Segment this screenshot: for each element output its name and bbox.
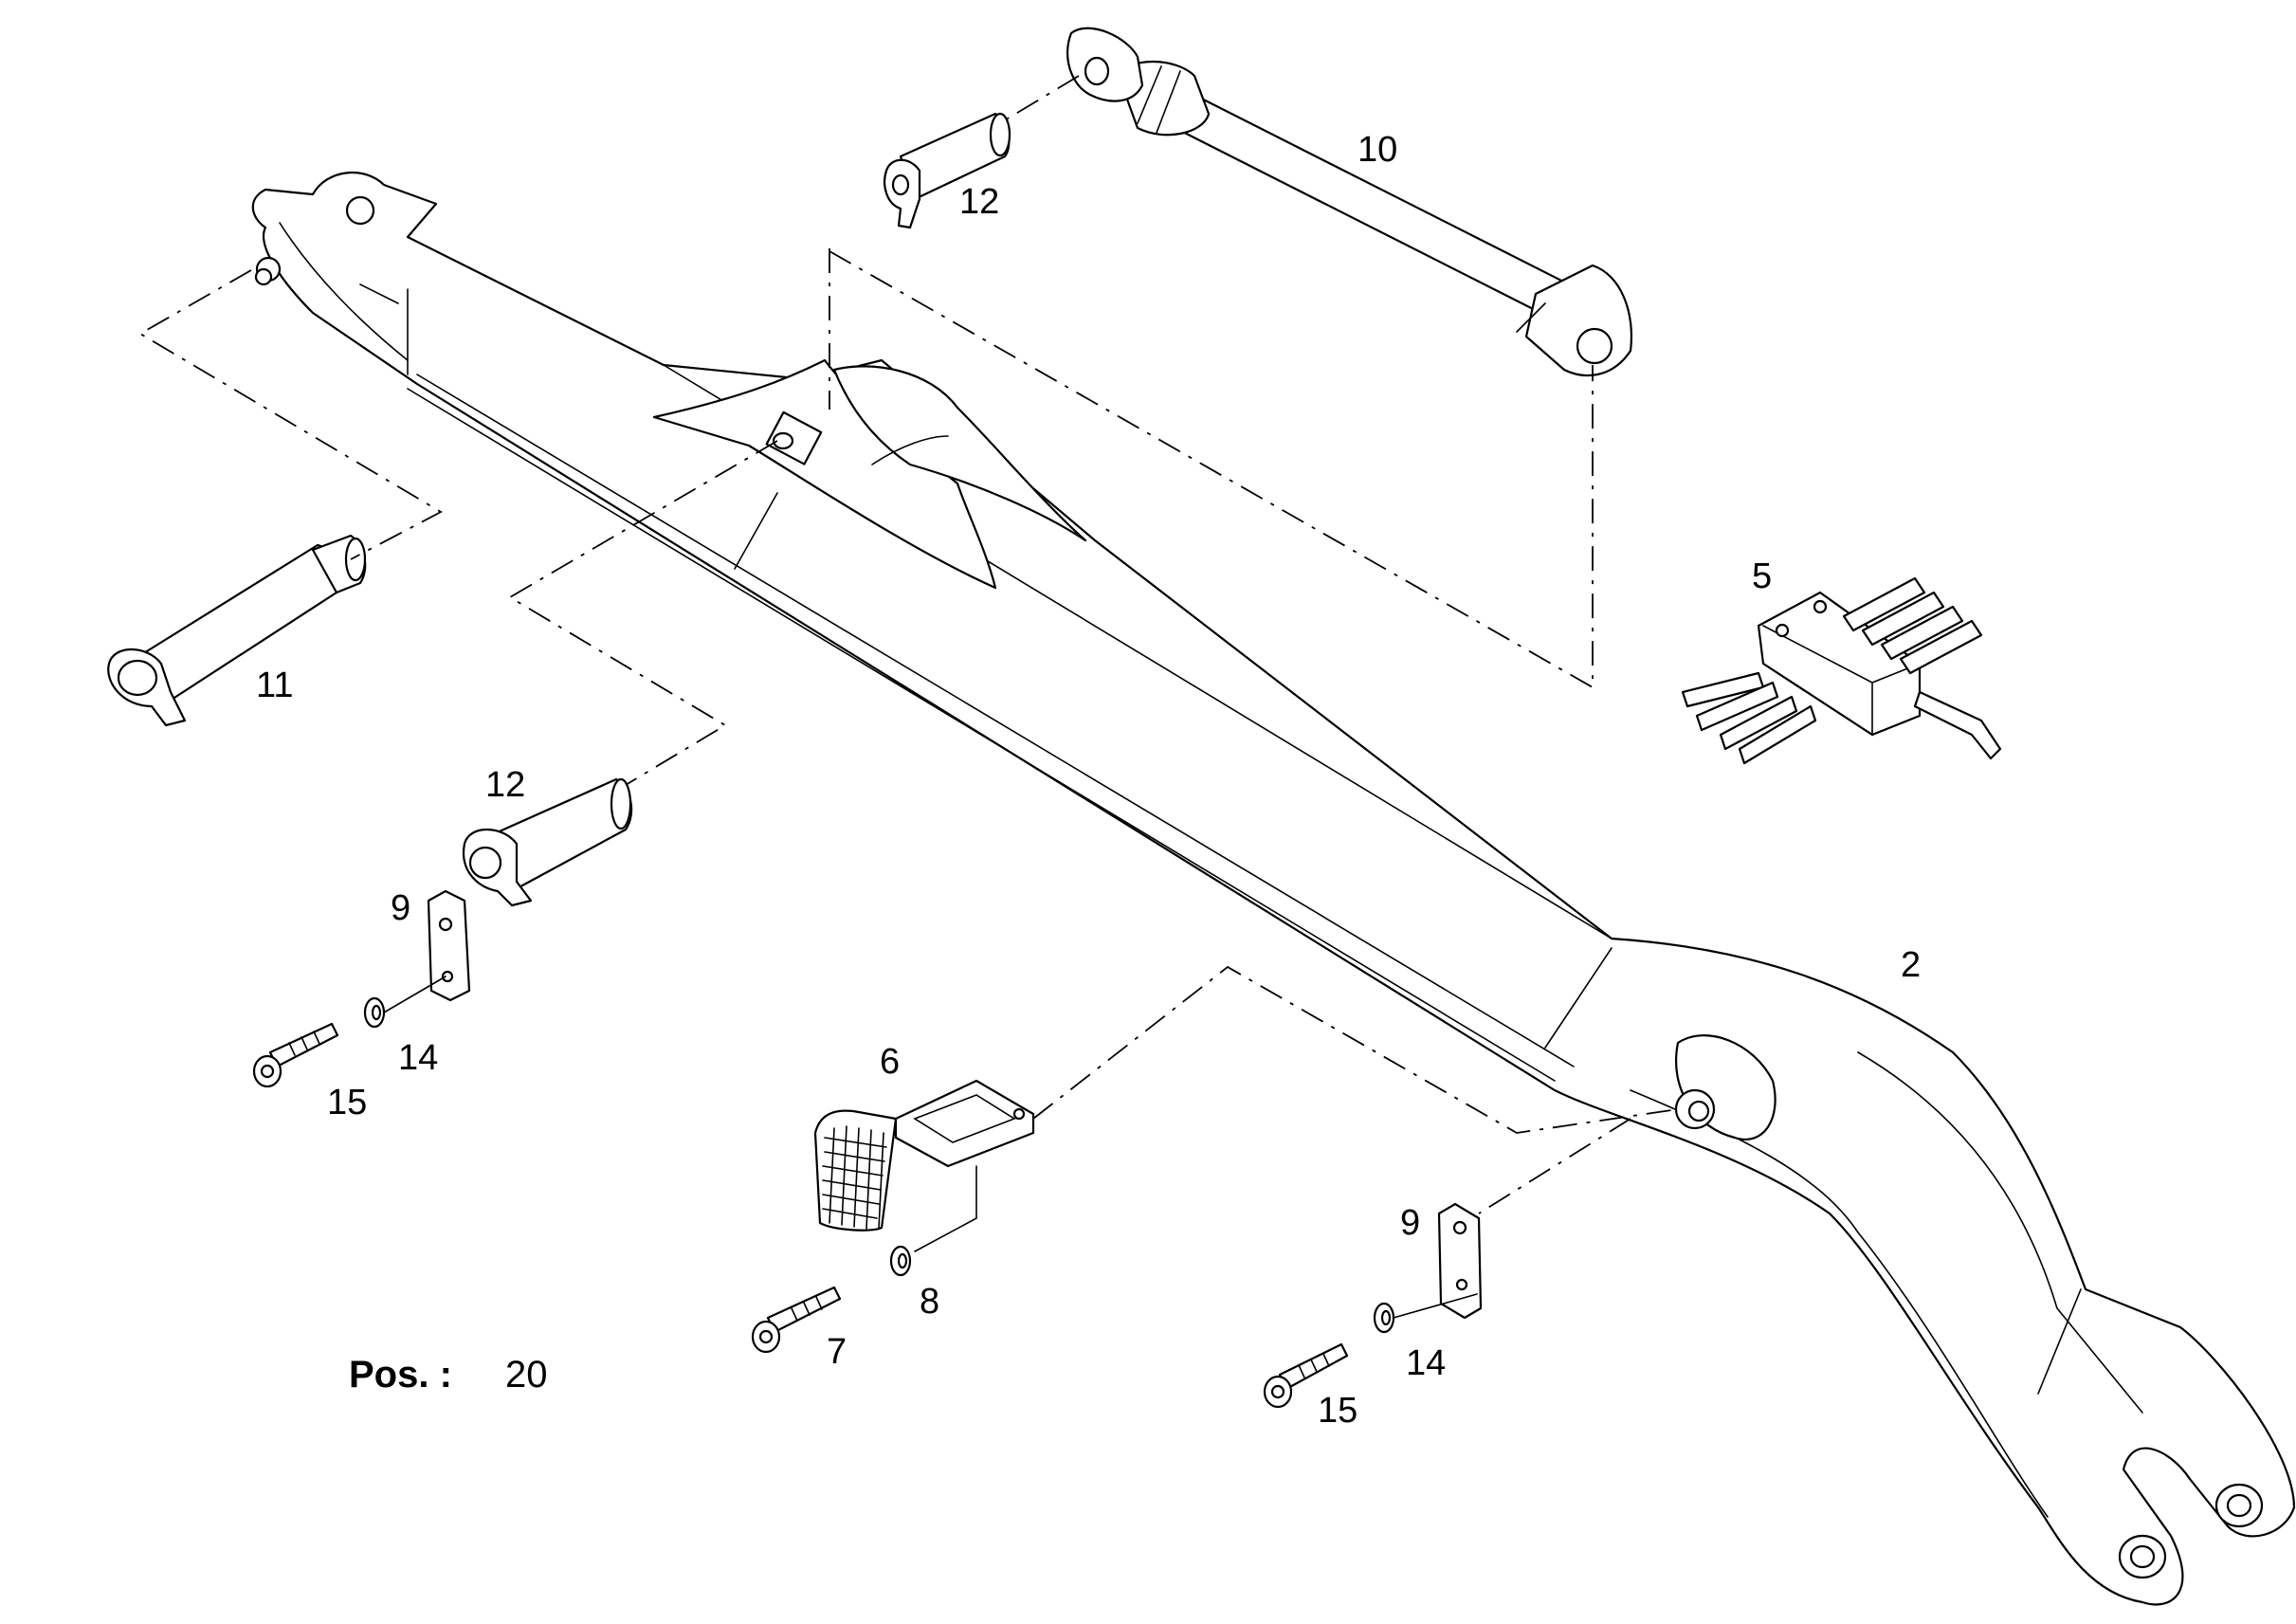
callout-15a: 15 bbox=[327, 1083, 367, 1122]
callout-7: 7 bbox=[827, 1332, 847, 1372]
callout-14a: 14 bbox=[398, 1038, 438, 1078]
assembly-leader-lines bbox=[138, 75, 1679, 1319]
valve-block-part bbox=[1681, 576, 2002, 765]
boom-arm-part bbox=[251, 172, 2296, 1606]
step-plate-part bbox=[813, 1079, 1035, 1252]
callout-12-top: 12 bbox=[959, 182, 999, 222]
hydraulic-cylinder-part bbox=[1066, 27, 1632, 377]
callout-12-lower: 12 bbox=[485, 765, 525, 805]
grating-pattern bbox=[822, 1125, 887, 1230]
pin-11-part bbox=[107, 534, 367, 727]
washer-14b-part bbox=[1373, 1302, 1395, 1334]
callout-15b: 15 bbox=[1318, 1391, 1358, 1431]
position-label: Pos. : bbox=[349, 1354, 452, 1396]
callout-5: 5 bbox=[1752, 557, 1772, 596]
callout-9a: 9 bbox=[391, 888, 410, 928]
callout-9b: 9 bbox=[1400, 1203, 1420, 1243]
callout-2: 2 bbox=[1901, 945, 1921, 985]
callout-labels: 2 5 6 7 8 9 9 10 11 12 12 14 14 15 15 bbox=[256, 130, 1921, 1431]
washer-8-part bbox=[889, 1245, 912, 1277]
plate-9a-part bbox=[427, 889, 471, 1002]
pin-12-part bbox=[462, 777, 633, 907]
position-indicator: Pos. : 20 bbox=[349, 1354, 548, 1396]
hose-fittings bbox=[1681, 576, 2002, 765]
position-value: 20 bbox=[505, 1354, 548, 1396]
callout-8: 8 bbox=[920, 1282, 939, 1322]
bolt-15b-part bbox=[1263, 1342, 1349, 1409]
callout-11: 11 bbox=[256, 666, 293, 705]
bolt-7-part bbox=[751, 1286, 842, 1354]
washer-14a-part bbox=[363, 996, 386, 1029]
callout-6: 6 bbox=[880, 1042, 900, 1082]
plate-9b-part bbox=[1437, 1202, 1483, 1320]
pin-top-part bbox=[884, 112, 1011, 229]
bolt-15a-part bbox=[252, 1022, 339, 1088]
callout-14b: 14 bbox=[1406, 1343, 1446, 1383]
callout-10: 10 bbox=[1358, 130, 1397, 170]
